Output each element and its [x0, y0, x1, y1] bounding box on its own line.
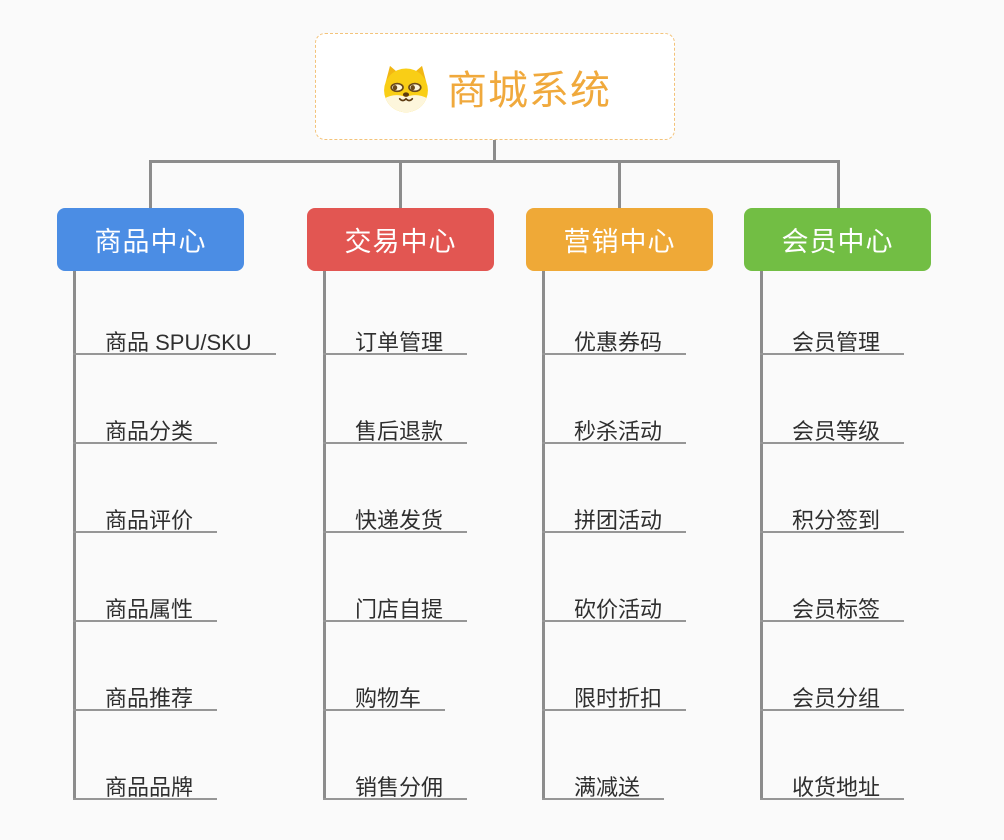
connector-horizontal-bar	[149, 160, 840, 163]
leaf-item[interactable]: 订单管理	[323, 315, 468, 355]
leaf-item[interactable]: 秒杀活动	[542, 404, 687, 444]
branch-trunk	[542, 271, 545, 800]
leaf-item[interactable]: 满减送	[542, 760, 665, 800]
leaf-item[interactable]: 会员管理	[760, 315, 905, 355]
leaf-item[interactable]: 商品 SPU/SKU	[73, 315, 276, 355]
leaf-item[interactable]: 积分签到	[760, 493, 905, 533]
leaf-item[interactable]: 优惠券码	[542, 315, 687, 355]
branch-node-member-center[interactable]: 会员中心	[744, 208, 931, 271]
branch-trunk	[73, 271, 76, 800]
connector-drop	[149, 160, 152, 208]
connector-drop	[618, 160, 621, 208]
leaf-item[interactable]: 购物车	[323, 671, 446, 711]
leaf-item[interactable]: 会员分组	[760, 671, 905, 711]
branch-trunk	[760, 271, 763, 800]
leaf-item[interactable]: 拼团活动	[542, 493, 687, 533]
leaf-item[interactable]: 商品评价	[73, 493, 218, 533]
branch-node-marketing-center[interactable]: 营销中心	[526, 208, 713, 271]
leaf-item[interactable]: 砍价活动	[542, 582, 687, 622]
leaf-item[interactable]: 快递发货	[323, 493, 468, 533]
connector-drop	[399, 160, 402, 208]
leaf-item[interactable]: 限时折扣	[542, 671, 687, 711]
connector-root-stub	[493, 140, 496, 163]
leaf-item[interactable]: 售后退款	[323, 404, 468, 444]
root-title: 商城系统	[447, 68, 611, 113]
root-node[interactable]: 商城系统	[315, 33, 675, 140]
leaf-item[interactable]: 商品品牌	[73, 760, 218, 800]
leaf-item[interactable]: 商品分类	[73, 404, 218, 444]
shiba-dog-icon	[379, 60, 433, 114]
leaf-item[interactable]: 商品属性	[73, 582, 218, 622]
leaf-item[interactable]: 销售分佣	[323, 760, 468, 800]
branch-trunk	[323, 271, 326, 800]
leaf-item[interactable]: 商品推荐	[73, 671, 218, 711]
leaf-item[interactable]: 会员等级	[760, 404, 905, 444]
leaf-item[interactable]: 门店自提	[323, 582, 468, 622]
leaf-item[interactable]: 收货地址	[760, 760, 905, 800]
connector-drop	[837, 160, 840, 208]
branch-node-product-center[interactable]: 商品中心	[57, 208, 244, 271]
leaf-item[interactable]: 会员标签	[760, 582, 905, 622]
branch-node-trade-center[interactable]: 交易中心	[307, 208, 494, 271]
